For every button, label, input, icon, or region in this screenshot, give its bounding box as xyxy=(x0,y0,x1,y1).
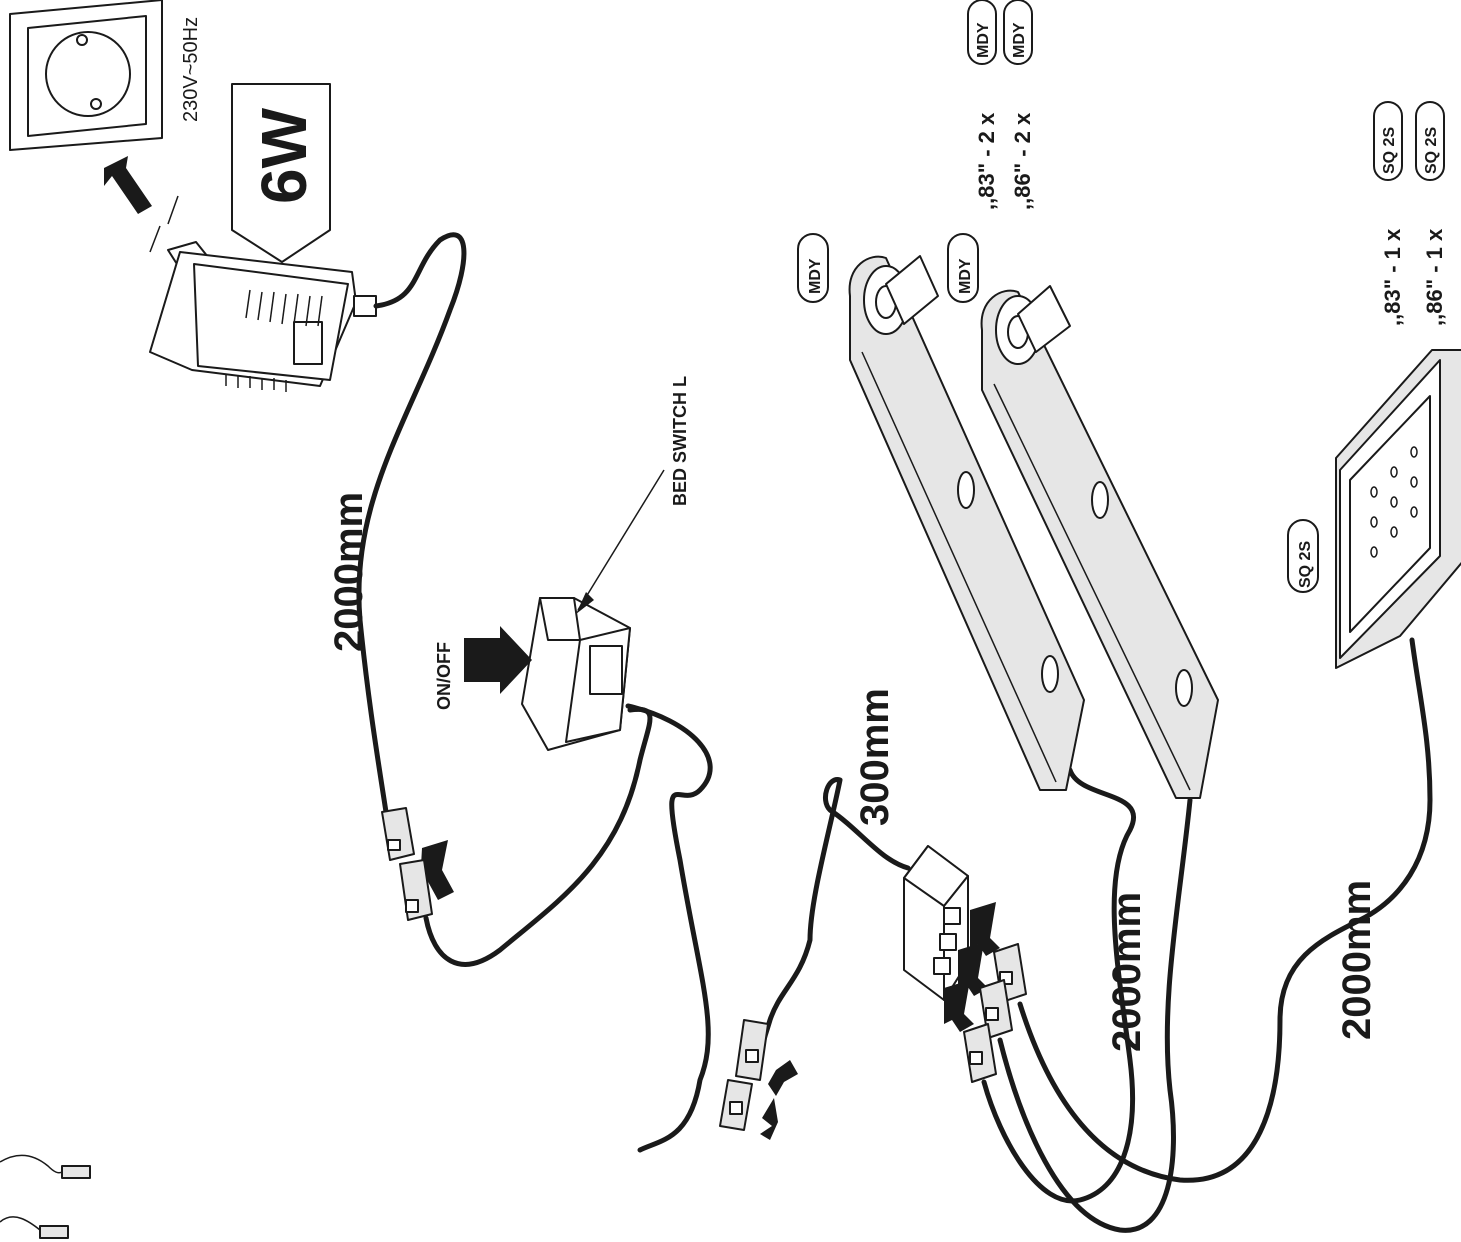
power-badge: 6W xyxy=(231,83,331,263)
press-arrow-icon xyxy=(464,626,532,694)
sensor-lead xyxy=(0,1154,91,1179)
mdy-light xyxy=(980,285,1219,799)
mdy-cable-2 xyxy=(997,797,1193,1233)
svg-text:2000mm: 2000mm xyxy=(327,492,371,652)
svg-text:ON/OFF: ON/OFF xyxy=(434,642,454,710)
power-cable-length-label: 2000mm xyxy=(327,492,371,652)
svg-text:,,86" - 1 x: ,,86" - 1 x xyxy=(1422,228,1447,326)
distributor-plug xyxy=(963,1023,997,1083)
bed-switch xyxy=(521,597,631,751)
svg-text:,,83" - 2 x: ,,83" - 2 x xyxy=(974,112,999,210)
svg-text:,,86" - 2 x: ,,86" - 2 x xyxy=(1010,112,1035,210)
plug-in-arrow-icon xyxy=(104,156,152,214)
power-adapter xyxy=(149,195,377,392)
switch-connector-female xyxy=(719,1079,753,1131)
mdy-light xyxy=(848,255,1085,791)
mdy-cable-length-label: 2000mm xyxy=(1105,892,1149,1052)
sq-legend-row: ,,86" - 1 x SQ 2S xyxy=(1415,101,1447,326)
power-connector-female xyxy=(399,859,433,921)
sq-light xyxy=(1335,349,1461,669)
svg-text:2000mm: 2000mm xyxy=(1335,880,1379,1040)
distributor-cable-length-label: 300mm xyxy=(853,688,897,826)
svg-text:MDY: MDY xyxy=(975,22,992,58)
svg-text:SQ 2S: SQ 2S xyxy=(1423,127,1440,174)
power-connector-male xyxy=(381,807,415,861)
connect-arrow-icon xyxy=(760,1098,778,1140)
switch-name-label: BED SWITCH L xyxy=(670,376,690,506)
switch-output-cable xyxy=(625,703,713,1153)
insert-arrow-icon xyxy=(944,980,974,1032)
sq-legend-row: ,,83" - 1 x SQ 2S xyxy=(1373,101,1405,326)
mdy-cable-1 xyxy=(981,767,1136,1204)
sq-cable-length-label: 2000mm xyxy=(1335,880,1379,1040)
sq-badge: SQ 2S xyxy=(1287,519,1319,593)
svg-text:,,83" - 1 x: ,,83" - 1 x xyxy=(1380,228,1405,326)
svg-text:BED SWITCH L: BED SWITCH L xyxy=(670,376,690,506)
mdy-badge: MDY xyxy=(947,233,979,303)
socket-rating-label: 230V~50Hz xyxy=(180,17,202,122)
connect-arrow-icon xyxy=(768,1060,798,1096)
svg-text:6W: 6W xyxy=(248,107,320,204)
insert-arrow-icon xyxy=(970,902,1000,956)
svg-text:300mm: 300mm xyxy=(853,688,897,826)
switch-action-label: ON/OFF xyxy=(434,642,454,710)
switch-input-cable xyxy=(423,706,653,967)
switch-connector-male xyxy=(735,1019,769,1081)
svg-text:230V~50Hz: 230V~50Hz xyxy=(180,17,202,122)
svg-text:MDY: MDY xyxy=(957,258,974,294)
svg-text:MDY: MDY xyxy=(807,258,824,294)
mdy-badge: MDY xyxy=(797,233,829,303)
sq-cable xyxy=(1017,637,1433,1183)
switch-callout-line xyxy=(577,469,665,611)
mdy-legend-row: ,,83" - 2 x MDY xyxy=(967,0,999,210)
power-cable xyxy=(356,232,467,815)
svg-text:2000mm: 2000mm xyxy=(1105,892,1149,1052)
mdy-legend-row: ,,86" - 2 x MDY xyxy=(1003,0,1035,210)
svg-text:SQ 2S: SQ 2S xyxy=(1297,541,1314,588)
distributor-cable xyxy=(757,777,911,1063)
svg-text:SQ 2S: SQ 2S xyxy=(1381,127,1398,174)
sensor-lead xyxy=(0,1216,69,1239)
callout-arrowhead-icon xyxy=(576,592,594,614)
wall-socket xyxy=(9,0,163,151)
connect-arrow-icon xyxy=(420,840,454,900)
svg-text:MDY: MDY xyxy=(1011,22,1028,58)
